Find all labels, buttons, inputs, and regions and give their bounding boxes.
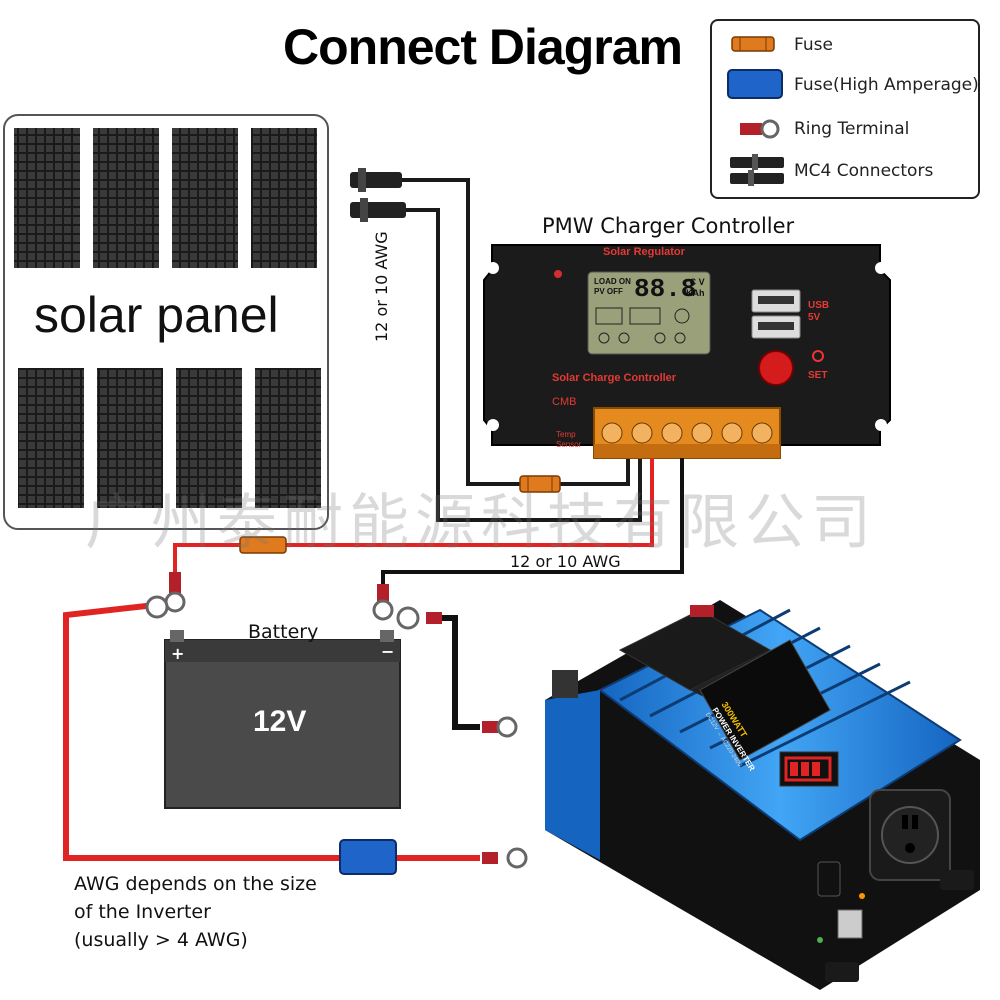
- terminal-block: [593, 407, 781, 459]
- solar-cells-bottom: [18, 368, 321, 508]
- ring-terminal-icon: [164, 572, 394, 621]
- lcd-units: °C V KAh: [686, 277, 705, 298]
- legend-item-fuse: Fuse: [712, 27, 978, 61]
- awg-label-vertical: 12 or 10 AWG: [372, 231, 391, 342]
- fuse-icon: [519, 475, 561, 493]
- page-title: Connect Diagram: [283, 19, 683, 75]
- ring-terminal-icon: [145, 595, 528, 869]
- battery-voltage: 12V: [253, 705, 307, 738]
- solar-cells-top: [14, 128, 317, 268]
- solar-panel: [3, 114, 329, 530]
- legend-label: Ring Terminal: [794, 119, 910, 139]
- fuse-icon: [239, 536, 287, 554]
- note-line-2: of the Inverter: [74, 901, 211, 923]
- battery-positive-terminal: +: [171, 644, 185, 663]
- legend-label: MC4 Connectors: [794, 161, 934, 181]
- legend-label: Fuse(High Amperage): [794, 75, 979, 95]
- legend-item-high-amperage-fuse: Fuse(High Amperage): [712, 67, 979, 101]
- note-line-1: AWG depends on the size: [74, 873, 317, 895]
- lcd-status-text: LOAD ON PV OFF: [594, 277, 631, 296]
- battery-level-display: [779, 751, 839, 787]
- awg-label-horizontal: 12 or 10 AWG: [510, 552, 621, 571]
- solar-panel-label: solar panel: [32, 286, 281, 344]
- battery: [164, 630, 401, 809]
- high-amperage-fuse-icon: [339, 839, 397, 875]
- legend-item-mc4-connectors: MC4 Connectors: [712, 153, 978, 187]
- fuse-icon: [731, 36, 775, 52]
- temp-sensor-label: Temp Sensor: [556, 430, 582, 449]
- legend-item-ring-terminal: Ring Terminal: [712, 111, 978, 145]
- status-led: [554, 270, 562, 278]
- controller-brand: Solar Regulator: [603, 246, 685, 258]
- ac-socket: [869, 789, 951, 881]
- usb-ports: [751, 289, 801, 339]
- ring-terminal-icon: [740, 119, 780, 139]
- set-label: SET: [808, 370, 828, 381]
- power-inverter: [545, 600, 980, 990]
- mc4-connector-icon: [350, 168, 406, 222]
- controller-caption: Solar Charge Controller: [552, 372, 677, 384]
- note-line-3: (usually > 4 AWG): [74, 929, 248, 951]
- controller-title: PMW Charger Controller: [542, 214, 795, 238]
- battery-negative-terminal: −: [381, 642, 395, 661]
- usb-label: USB 5V: [808, 300, 830, 323]
- set-button-knob: [758, 350, 794, 386]
- inverter-wires: [63, 602, 480, 861]
- lcd-display: [587, 271, 711, 355]
- mc4-connector-icon: [730, 154, 784, 186]
- charge-controller: [483, 244, 891, 459]
- battery-wires: [173, 458, 684, 590]
- controller-model: CMB: [552, 396, 577, 408]
- lcd-digits: 88.8: [634, 274, 697, 304]
- legend: Fuse Fuse(High Amperage) Ring Terminal M…: [710, 19, 980, 199]
- high-amperage-fuse-icon: [727, 69, 783, 99]
- battery-label: Battery: [248, 621, 319, 643]
- watermark: 广州泰耐能源科技有限公司: [85, 488, 877, 558]
- inverter-usb-port: [837, 909, 863, 939]
- power-switch: [817, 861, 841, 897]
- legend-label: Fuse: [794, 35, 833, 55]
